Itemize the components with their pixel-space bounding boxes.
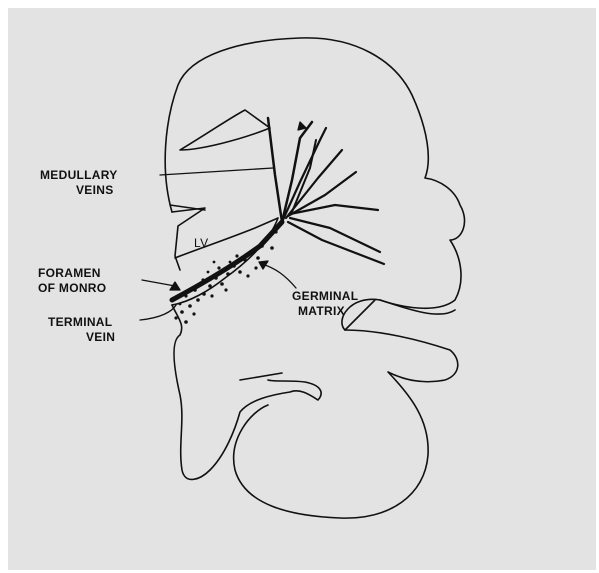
label-terminal-vein: TERMINAL VEIN xyxy=(48,315,115,345)
label-terminal-line2: VEIN xyxy=(48,330,115,345)
medullary-vein-7 xyxy=(290,218,380,252)
label-germinal-matrix: GERMINAL MATRIX xyxy=(292,289,358,319)
label-germinal-line1: GERMINAL xyxy=(292,289,358,304)
medullary-vein-8 xyxy=(288,222,384,264)
label-medullary-line1: MEDULLARY xyxy=(40,168,118,183)
leader-germinal xyxy=(262,264,296,288)
sulcus-upper xyxy=(180,110,270,150)
label-medullary-veins: MEDULLARY VEINS xyxy=(40,168,118,198)
lower-lobe-right xyxy=(234,330,458,518)
label-germinal-line2: MATRIX xyxy=(292,304,358,319)
lower-sulcus-1 xyxy=(380,300,455,314)
label-foramen-line2: OF MONRO xyxy=(38,281,106,296)
label-terminal-line1: TERMINAL xyxy=(48,315,115,330)
medullary-vein-5 xyxy=(288,172,356,216)
leader-terminal xyxy=(140,305,176,320)
leader-foramen xyxy=(142,280,175,286)
label-lv: LV xyxy=(194,236,208,251)
arrowhead-medullary xyxy=(298,122,306,130)
lower-sulcus-2 xyxy=(240,373,282,380)
label-foramen-line1: FORAMEN xyxy=(38,266,106,281)
lower-structure-left xyxy=(172,305,321,479)
label-foramen-of-monro: FORAMEN OF MONRO xyxy=(38,266,106,296)
sulcus-left xyxy=(170,205,205,210)
medullary-vein-1 xyxy=(268,118,282,222)
label-medullary-line2: VEINS xyxy=(40,183,118,198)
leader-medullary-veins xyxy=(160,168,273,175)
